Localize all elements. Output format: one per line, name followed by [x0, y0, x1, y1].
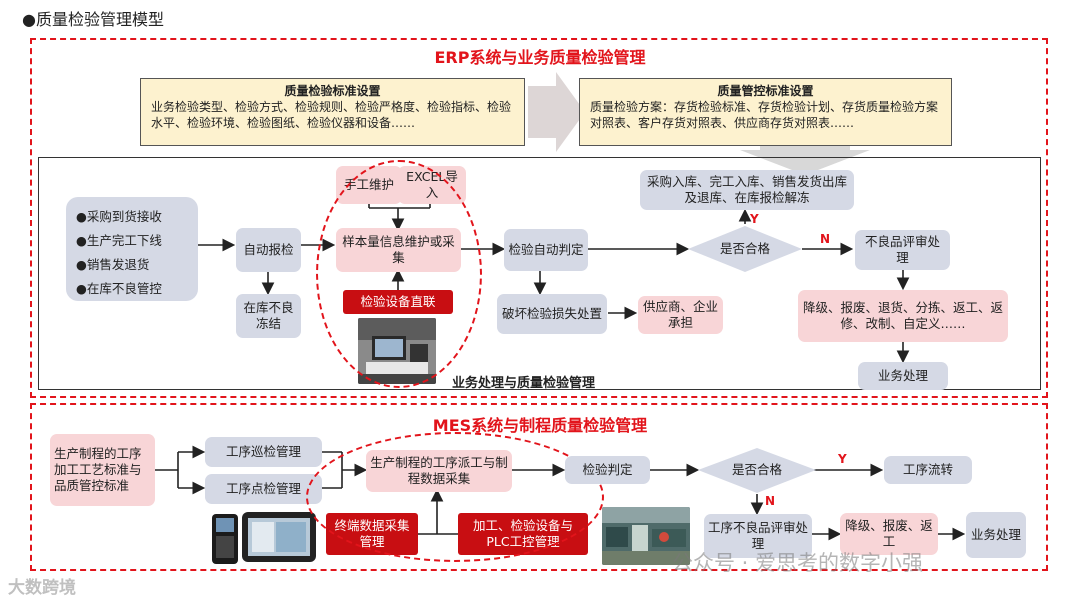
- mes-qualified-label: 是否合格: [731, 462, 782, 477]
- source-item: ●在库不良管控: [76, 281, 162, 296]
- page-title: ●质量检验管理模型: [22, 10, 164, 29]
- defect-review-node: 不良品评审处理: [855, 230, 950, 270]
- erp-highlight-oval: [316, 160, 482, 388]
- erp-yes-label: Y: [750, 212, 759, 226]
- erp-section-frame: [30, 38, 1048, 398]
- in-stock-freeze-node: 在库不良冻结: [236, 294, 301, 338]
- auto-report-node: 自动报检: [236, 228, 301, 272]
- defect-actions-node: 降级、报废、退货、分拣、返工、返修、改制、自定义……: [798, 290, 1008, 342]
- terminal-device-photo: [210, 508, 318, 566]
- mes-no-label: N: [765, 494, 776, 508]
- auto-judge-node: 检验自动判定: [504, 229, 588, 271]
- spot-inspection-node: 工序点检管理: [205, 474, 322, 504]
- watermark-left: 大数跨境: [8, 578, 76, 598]
- std2-text: 质量检验方案：存货检验标准、存货检验计划、存货质量检验方案对照表、客户存货对照表…: [590, 100, 939, 130]
- erp-business-process-node: 业务处理: [858, 362, 948, 390]
- std1-text: 业务检验类型、检验方式、检验规则、检验严格度、检验指标、检验水平、检验环境、检验…: [151, 100, 512, 130]
- erp-no-label: N: [820, 232, 831, 246]
- mes-highlight-oval: [306, 432, 604, 562]
- mes-yes-label: Y: [838, 452, 847, 466]
- quality-inspection-standard-box: 质量检验标准设置 业务检验类型、检验方式、检验规则、检验严格度、检验指标、检验水…: [140, 78, 525, 146]
- std2-title: 质量管控标准设置: [717, 84, 814, 98]
- source-item: ●生产完工下线: [76, 233, 162, 248]
- mes-section-frame: [30, 403, 1048, 571]
- source-item: ●销售发退货: [76, 257, 150, 272]
- supplier-bear-node: 供应商、企业承担: [638, 296, 723, 334]
- factory-line-photo: [602, 507, 690, 565]
- destructive-loss-node: 破坏检验损失处置: [497, 294, 607, 334]
- mes-judge-node: 检验判定: [565, 456, 650, 484]
- std1-title: 质量检验标准设置: [284, 84, 381, 98]
- business-process-frame: [38, 157, 1041, 390]
- source-events-list: ●采购到货接收 ●生产完工下线 ●销售发退货 ●在库不良管控: [66, 197, 198, 301]
- mes-defect-actions-node: 降级、报废、返工: [840, 513, 938, 555]
- source-item: ●采购到货接收: [76, 209, 162, 224]
- quality-control-standard-box: 质量管控标准设置 质量检验方案：存货检验标准、存货检验计划、存货质量检验方案对照…: [579, 78, 952, 146]
- process-defect-review-node: 工序不良品评审处理: [704, 514, 812, 558]
- mes-business-process-node: 业务处理: [966, 512, 1026, 558]
- watermark-right: 公众号 · 爱思考的数字小强: [672, 551, 924, 575]
- erp-section-title: ERP系统与业务质量检验管理: [434, 48, 646, 67]
- pass-result-node: 采购入库、完工入库、销售发货出库及退库、在库报检解冻: [640, 170, 854, 210]
- process-standard-node: 生产制程的工序加工工艺标准与品质管控标准: [50, 434, 155, 506]
- process-flow-node: 工序流转: [884, 456, 972, 484]
- patrol-inspection-node: 工序巡检管理: [205, 437, 322, 467]
- business-section-label: 业务处理与质量检验管理: [452, 376, 596, 391]
- mes-section-title: MES系统与制程质量检验管理: [432, 416, 648, 435]
- erp-qualified-label: 是否合格: [719, 241, 770, 256]
